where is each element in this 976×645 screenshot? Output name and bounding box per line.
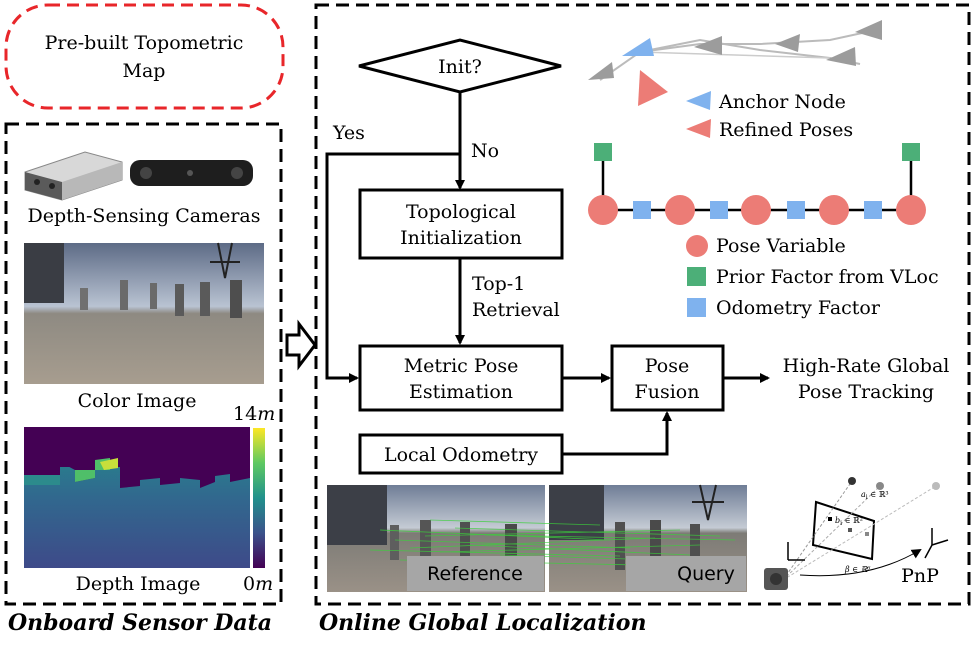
anchor-legend-icon <box>686 91 711 110</box>
fusion-line2: Fusion <box>635 381 700 403</box>
onboard-panel <box>4 122 283 606</box>
prebuilt-map-line2: Map <box>123 60 166 82</box>
pose-node <box>665 195 695 225</box>
odometry-to-fusion-arrow <box>562 411 672 456</box>
trajectory-illustration <box>588 20 882 106</box>
prior-factor-right <box>902 143 920 161</box>
depth-max-label: 14m <box>233 403 275 425</box>
pose-node <box>588 195 618 225</box>
fusion-line1: Pose <box>645 355 689 377</box>
refined-legend-icon <box>686 119 711 138</box>
top1-line1: Top-1 <box>472 273 525 295</box>
top1-line2: Retrieval <box>472 299 560 321</box>
depth-min-num: 0 <box>243 573 255 595</box>
anchor-legend-label: Anchor Node <box>718 91 846 113</box>
color-image <box>24 242 264 384</box>
yes-arrow <box>325 152 460 383</box>
depth-image-label: Depth Image <box>76 573 201 595</box>
depth-colorbar <box>253 428 265 568</box>
pose-node <box>896 195 926 225</box>
camera-right-icon <box>130 160 253 186</box>
metric-line1: Metric Pose <box>404 355 519 377</box>
output-line2: Pose Tracking <box>798 381 934 403</box>
online-title: Online Global Localization <box>319 610 646 636</box>
pose-node <box>819 195 849 225</box>
factor-graph <box>588 143 926 225</box>
depth-max-num: 14 <box>233 403 257 425</box>
pose-variable-legend-icon <box>686 235 708 257</box>
pnp-a-label: ai ∈ ℝ³ <box>861 490 889 501</box>
depth-min-unit: m <box>255 573 273 595</box>
reference-label-bg <box>407 556 544 591</box>
prior-factor-left <box>594 143 612 161</box>
color-image-label: Color Image <box>78 390 197 412</box>
prior-factor-legend-label: Prior Factor from VLoc <box>716 266 939 288</box>
odometry-factor <box>633 201 651 219</box>
prebuilt-map-line1: Pre-built Topometric <box>45 32 244 54</box>
feature-matches <box>369 519 736 566</box>
pnp-b-label: bi ∈ ℝ² <box>835 516 863 527</box>
pnp-label: PnP <box>901 565 939 587</box>
refined-legend-label: Refined Poses <box>719 119 853 141</box>
output-line1: High-Rate Global <box>783 355 950 377</box>
topological-init-box <box>358 188 564 260</box>
pnp-beta-label: β ∈ ℝ⁶ <box>844 565 871 574</box>
yes-label: Yes <box>332 122 365 144</box>
no-label: No <box>471 140 499 162</box>
odometry-factor-legend-label: Odometry Factor <box>716 297 881 319</box>
depth-max-unit: m <box>257 403 275 425</box>
odometry-factor-legend-icon <box>687 298 706 317</box>
odometry-factor <box>864 201 882 219</box>
prior-factor-legend-icon <box>687 267 706 286</box>
init-decision <box>358 38 562 94</box>
online-panel <box>314 3 971 606</box>
metric-line2: Estimation <box>409 381 513 403</box>
panel-connector-arrow <box>285 319 317 371</box>
topo-line2: Initialization <box>400 227 522 249</box>
pose-variable-legend-label: Pose Variable <box>716 235 846 257</box>
pnp-illustration <box>764 477 949 590</box>
prebuilt-map-box <box>4 3 285 110</box>
odometry-label: Local Odometry <box>384 444 538 466</box>
cameras-label: Depth-Sensing Cameras <box>28 205 261 227</box>
onboard-title: Onboard Sensor Data <box>8 610 272 636</box>
init-label: Init? <box>438 56 482 78</box>
query-label: Query <box>677 563 735 585</box>
camera-left-icon <box>24 151 123 201</box>
depth-min-label: 0m <box>243 573 273 595</box>
query-label-bg <box>626 556 746 591</box>
pose-fusion-box <box>610 344 725 412</box>
odometry-factor <box>710 201 728 219</box>
topo-line1: Topological <box>406 201 516 223</box>
pose-node <box>741 195 771 225</box>
reference-label: Reference <box>427 563 523 585</box>
depth-image <box>24 427 250 568</box>
odometry-factor <box>787 201 805 219</box>
